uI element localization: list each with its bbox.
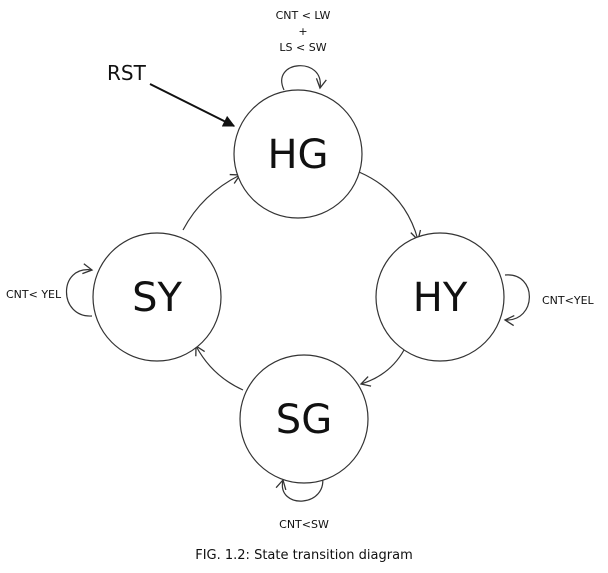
state-hy-label: HY	[413, 275, 468, 321]
sg-condition: CNT<SW	[279, 518, 329, 531]
hg-condition-line-3: LS < SW	[279, 41, 326, 54]
figure-caption: FIG. 1.2: State transition diagram	[195, 548, 413, 563]
sy-condition: CNT< YEL	[6, 288, 62, 301]
edge-hy-to-sg	[359, 349, 405, 387]
state-hg-label: HG	[267, 132, 328, 178]
state-sg-label: SG	[276, 397, 332, 443]
hg-condition-line-2: +	[298, 25, 307, 38]
self-loop-hg	[281, 65, 327, 91]
edge-sg-to-sy	[195, 344, 244, 391]
edge-sy-to-hg	[182, 173, 242, 231]
self-loop-sy	[65, 263, 94, 317]
self-loop-sg	[275, 473, 324, 502]
hy-condition: CNT<YEL	[542, 294, 595, 307]
reset-label: RST	[107, 61, 147, 85]
hg-condition-line-1: CNT < LW	[276, 9, 331, 22]
state-sy-label: SY	[132, 275, 182, 321]
reset-arrow	[149, 83, 236, 127]
state-sy: SY	[92, 232, 222, 362]
state-hy: HY	[375, 232, 505, 362]
self-loop-hy	[503, 274, 530, 327]
edge-hg-to-hy	[358, 171, 422, 242]
state-sg: SG	[239, 354, 369, 484]
state-hg: HG	[233, 89, 363, 219]
